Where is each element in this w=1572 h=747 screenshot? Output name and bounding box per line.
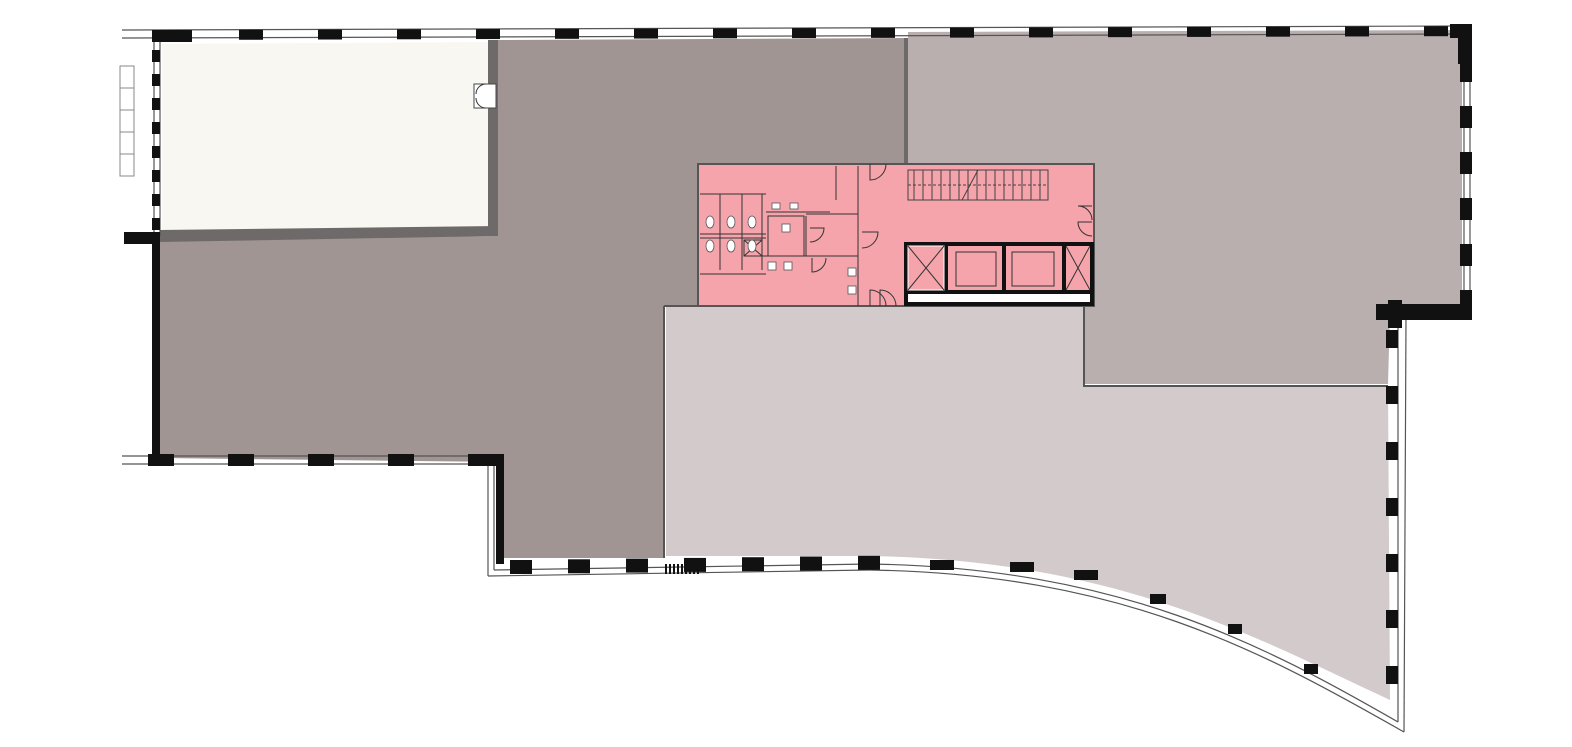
sink-icon: [783, 261, 793, 271]
window-pier: [152, 98, 160, 110]
window-pier: [148, 454, 174, 466]
window-pier: [792, 28, 816, 39]
window-pier: [1386, 330, 1398, 348]
window-pier: [318, 29, 342, 40]
lift-lobby-strip: [908, 294, 1090, 302]
window-pier: [930, 560, 954, 570]
facade-line: [869, 569, 1405, 733]
window-pier: [555, 28, 579, 39]
window-pier: [152, 74, 160, 86]
window-pier: [308, 454, 334, 466]
zone-mid: [908, 30, 1462, 384]
toilet-icon: [705, 215, 715, 229]
window-pier: [1386, 666, 1398, 684]
window-pier: [950, 27, 974, 38]
window-pier: [1386, 386, 1398, 404]
sink-icon: [767, 261, 777, 271]
window-pier: [1386, 442, 1398, 460]
door-icon: [809, 163, 1093, 307]
window-pier: [152, 218, 160, 230]
window-pier: [228, 454, 254, 466]
window-pier: [1460, 106, 1472, 128]
wall-segment: [496, 456, 504, 564]
door-icon: [473, 83, 497, 109]
window-pier: [634, 28, 658, 39]
wall-segment: [488, 40, 498, 236]
wall-segment: [152, 238, 160, 464]
wall-segment: [1458, 24, 1472, 64]
toilet-icon: [747, 215, 757, 229]
window-pier: [1386, 498, 1398, 516]
window-pier: [152, 170, 160, 182]
window-pier: [239, 29, 263, 40]
window-pier: [568, 559, 590, 574]
window-pier: [397, 29, 421, 40]
window-pier: [1460, 198, 1472, 220]
sink-icon: [789, 202, 799, 210]
window-pier: [388, 454, 414, 466]
zone-cream: [162, 42, 488, 232]
wall-segment: [1083, 306, 1388, 387]
window-pier: [152, 122, 160, 134]
window-pier: [858, 555, 880, 570]
window-pier: [1460, 152, 1472, 174]
wall-segment: [904, 38, 908, 164]
window-pier: [1460, 290, 1472, 312]
toilet-icon: [726, 239, 736, 253]
zone-dark: [160, 38, 906, 558]
window-pier: [1228, 624, 1242, 634]
stair-icon: [907, 169, 1049, 201]
window-pier: [1386, 610, 1398, 628]
window-pier: [871, 27, 895, 38]
window-pier: [1150, 594, 1166, 604]
window-pier: [742, 557, 764, 572]
window-pier: [1187, 26, 1211, 37]
wall-segment: [160, 226, 498, 242]
sink-icon: [847, 267, 857, 277]
window-pier: [1304, 664, 1318, 674]
window-piers: [148, 26, 1472, 684]
window-pier: [1386, 554, 1398, 572]
window-pier: [476, 29, 500, 40]
toilet-icons: [705, 202, 857, 295]
window-pier: [1010, 562, 1034, 572]
window-pier: [800, 556, 822, 571]
window-pier: [1424, 26, 1448, 37]
window-pier: [1460, 244, 1472, 266]
window-pier: [1345, 26, 1369, 37]
window-pier: [1108, 27, 1132, 38]
window-pier: [510, 560, 532, 574]
elevator-icon: [1006, 246, 1062, 290]
window-pier: [1029, 27, 1053, 38]
toilet-block: [700, 166, 859, 306]
toilet-icon: [705, 239, 715, 253]
vent-grille: [119, 65, 135, 177]
sink-icon: [847, 285, 857, 295]
window-pier: [152, 194, 160, 206]
window-pier: [152, 50, 160, 62]
sink-icon: [771, 202, 781, 210]
vent-grille: [665, 564, 699, 574]
wall-segment: [1388, 300, 1402, 328]
window-pier: [468, 454, 494, 466]
window-pier: [1074, 570, 1098, 580]
window-pier: [160, 30, 184, 40]
toilet-icon: [726, 215, 736, 229]
window-pier: [152, 146, 160, 158]
facade-line: [1403, 317, 1407, 733]
zone-light: [666, 306, 1390, 700]
window-pier: [626, 558, 648, 573]
sink-icon: [781, 223, 791, 233]
facade-line: [121, 25, 1469, 31]
wall-segment: [124, 232, 160, 244]
window-pier: [1266, 26, 1290, 37]
toilet-icon: [747, 239, 757, 253]
facade-line: [869, 563, 1399, 723]
window-pier: [713, 28, 737, 39]
window-pier: [1460, 60, 1472, 82]
elevator-icon: [948, 246, 1002, 290]
